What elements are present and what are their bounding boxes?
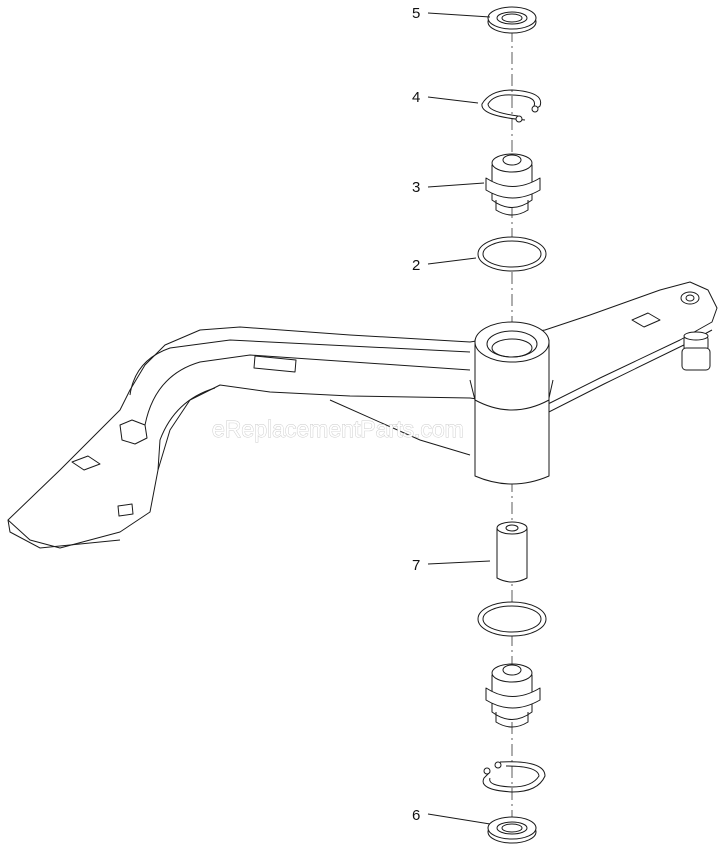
callout-leaders	[427, 12, 491, 825]
part-2-o-ring	[477, 236, 547, 272]
part-4-retaining-ring	[481, 89, 542, 123]
callout-3: 3	[412, 179, 420, 196]
end-stud	[681, 331, 711, 371]
lower-o-ring	[477, 601, 547, 637]
part-7-spacer	[496, 521, 528, 583]
part-3-bearing	[485, 153, 541, 216]
watermark: eReplacementParts.com	[212, 416, 464, 442]
square-hole	[71, 455, 101, 471]
square-hole	[631, 312, 661, 328]
lower-bearing	[485, 663, 541, 728]
callout-4: 4	[412, 89, 420, 106]
arm-body	[7, 281, 718, 549]
pivot-arm-bracket	[7, 281, 718, 549]
part-6-seal	[487, 816, 537, 844]
slot	[253, 355, 297, 373]
callout-7: 7	[412, 557, 420, 574]
hub-housing	[469, 321, 554, 485]
mounting-hole	[680, 291, 700, 305]
callout-6: 6	[412, 807, 420, 824]
callout-5: 5	[412, 5, 420, 22]
hex-boss	[119, 419, 148, 445]
part-5-seal	[487, 6, 537, 34]
square-hole	[117, 503, 134, 517]
lower-retaining-ring	[482, 761, 546, 793]
callout-2: 2	[412, 257, 420, 274]
